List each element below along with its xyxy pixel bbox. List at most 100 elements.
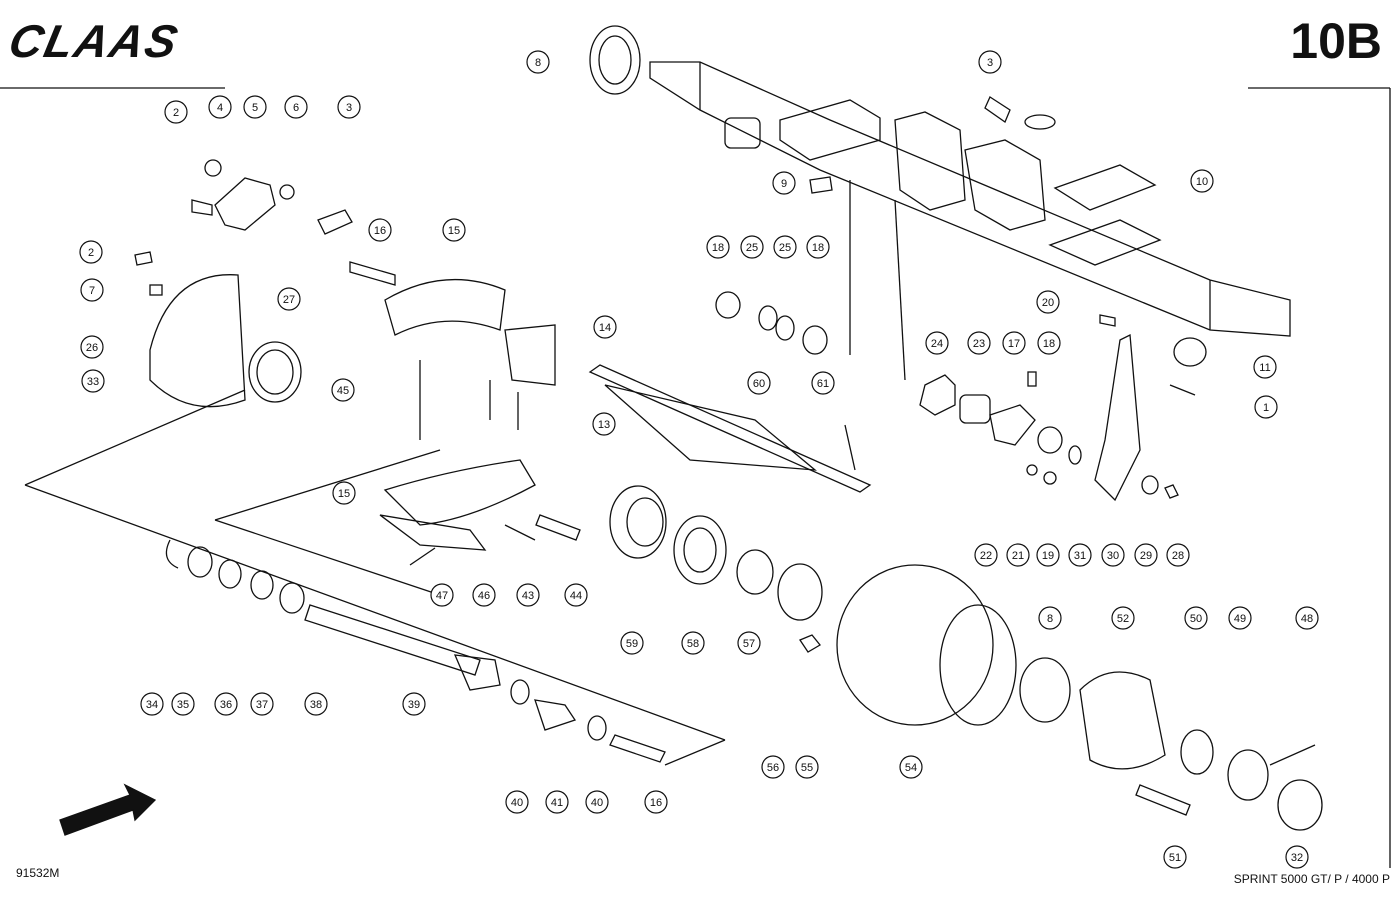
callout-number: 20: [1042, 297, 1054, 309]
callout-c3a: 3: [978, 50, 1002, 74]
callout-number: 44: [570, 590, 582, 602]
callout-c14: 14: [593, 315, 617, 339]
callout-number: 58: [687, 638, 699, 650]
seal-58: [673, 515, 727, 585]
callout-circle: [277, 287, 301, 311]
callout-number: 9: [781, 178, 787, 190]
callout-circle: [140, 692, 164, 716]
axle-pad-right-bottom: [1048, 219, 1162, 266]
guide-line-1: [24, 389, 246, 486]
callout-circle: [1037, 331, 1061, 355]
callout-circle: [80, 278, 104, 302]
pin-16-top: [349, 261, 396, 286]
ring-56: [777, 563, 823, 621]
callout-circle: [505, 790, 529, 814]
callout-c43: 43: [516, 583, 540, 607]
bolt-2-top: [191, 199, 213, 216]
callout-number: 43: [522, 590, 534, 602]
callout-number: 18: [712, 242, 724, 254]
callout-circle: [593, 315, 617, 339]
callout-circle: [284, 95, 308, 119]
callout-circle: [773, 235, 797, 259]
bolt-47: [409, 547, 436, 566]
snap-ring-40-a: [510, 679, 530, 705]
callout-c57: 57: [737, 631, 761, 655]
callout-number: 38: [310, 699, 322, 711]
grease-nipple-20: [1099, 314, 1116, 327]
cotter-48: [1269, 744, 1316, 766]
callout-circle: [331, 378, 355, 402]
shaft-39: [304, 604, 481, 676]
brake-shoe-15-bottom: [383, 459, 536, 526]
callout-number: 3: [346, 102, 352, 114]
bearing-59: [609, 485, 667, 559]
brake-lining-46: [379, 514, 487, 551]
callout-number: 37: [256, 699, 268, 711]
callout-c15a: 15: [442, 218, 466, 242]
page-code: 10B: [1290, 13, 1382, 69]
cotter-61: [844, 424, 856, 471]
callout-circle: [545, 790, 569, 814]
nut-19: [1043, 471, 1057, 485]
callout-circle: [332, 481, 356, 505]
callout-circle: [1190, 169, 1214, 193]
callout-c19: 19: [1036, 543, 1060, 567]
axle-pad-left: [779, 99, 881, 161]
callout-number: 51: [1169, 852, 1181, 864]
callout-c32: 32: [1285, 845, 1309, 869]
callout-number: 16: [374, 225, 386, 237]
callout-c50: 50: [1184, 606, 1208, 630]
callout-c46: 46: [472, 583, 496, 607]
callout-c31: 31: [1068, 543, 1092, 567]
callout-number: 16: [650, 797, 662, 809]
callout-c40b: 40: [585, 790, 609, 814]
callout-circle: [974, 543, 998, 567]
callout-c4: 4: [208, 95, 232, 119]
pin-43: [504, 524, 536, 541]
callout-circle: [171, 692, 195, 716]
brake-drum-54: [836, 564, 994, 726]
callout-number: 41: [551, 797, 563, 809]
callout-number: 22: [980, 550, 992, 562]
callout-circle: [1163, 845, 1187, 869]
callout-number: 19: [1042, 550, 1054, 562]
callout-c21: 21: [1006, 543, 1030, 567]
callout-circle: [967, 331, 991, 355]
ring-37: [250, 570, 274, 600]
callout-circle: [811, 371, 835, 395]
nut-28: [1164, 484, 1179, 499]
snap-ring-34: [165, 539, 179, 569]
callout-circle: [1166, 543, 1190, 567]
callout-number: 21: [1012, 550, 1024, 562]
bushing-41: [534, 699, 577, 731]
stud-51: [1135, 784, 1191, 816]
callout-number: 40: [511, 797, 523, 809]
grease-nipple-17: [1027, 371, 1037, 387]
bracket-14: [504, 324, 556, 386]
callout-c15b: 15: [332, 481, 356, 505]
callout-circle: [620, 631, 644, 655]
callout-circle: [925, 331, 949, 355]
callout-circle: [81, 369, 105, 393]
callout-c18b: 18: [806, 235, 830, 259]
callout-number: 40: [591, 797, 603, 809]
callout-number: 33: [87, 376, 99, 388]
callout-circle: [1068, 543, 1092, 567]
callout-number: 2: [173, 107, 179, 119]
callout-number: 10: [1196, 176, 1208, 188]
flange-24: [919, 374, 956, 416]
callout-circle: [368, 218, 392, 242]
callout-number: 59: [626, 638, 638, 650]
bearing-57: [736, 549, 774, 595]
brake-shoe-15-top: [384, 278, 506, 336]
callout-number: 57: [743, 638, 755, 650]
callout-c60: 60: [747, 371, 771, 395]
callout-number: 45: [337, 385, 349, 397]
callout-number: 6: [293, 102, 299, 114]
axle-bracket-left: [894, 111, 966, 211]
callout-c39: 39: [402, 692, 426, 716]
guide-line-3: [664, 739, 726, 766]
callout-circle: [681, 631, 705, 655]
pin-16-bottom: [609, 734, 666, 763]
